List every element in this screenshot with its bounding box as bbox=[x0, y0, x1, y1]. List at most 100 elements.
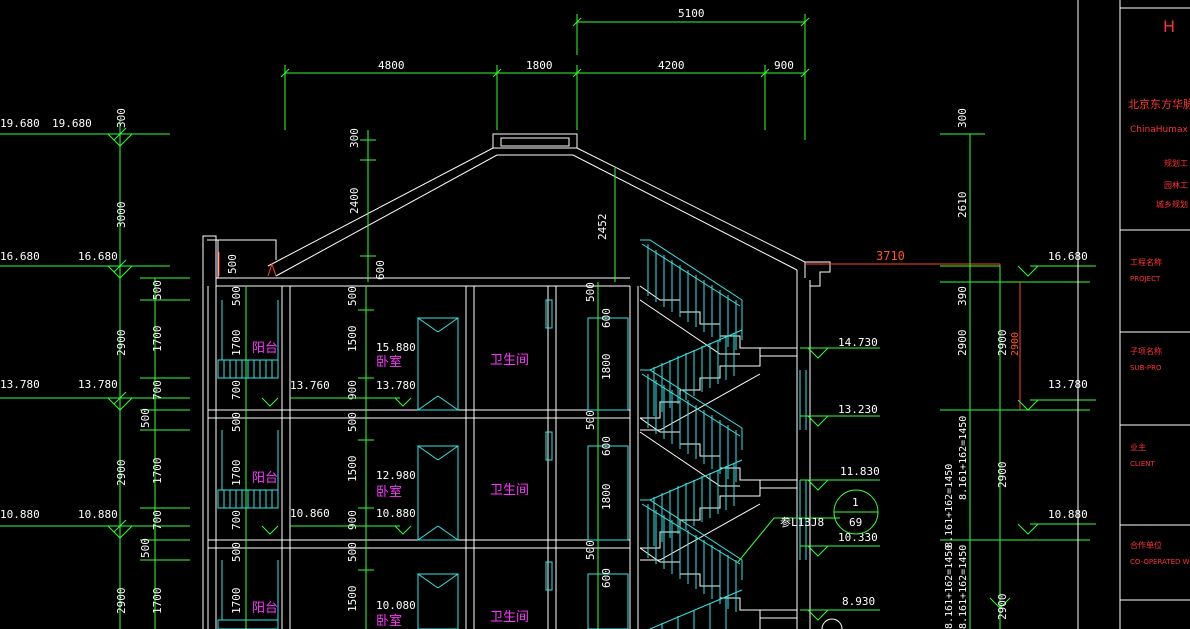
callout-page: 69 bbox=[849, 516, 862, 529]
bedroom-floor-1: 13.780 bbox=[376, 379, 416, 392]
dim-overall: 5100 bbox=[678, 7, 705, 20]
bedroom-top-1: 15.880 bbox=[376, 341, 416, 354]
vdim-300: 300 bbox=[115, 108, 128, 128]
stw-1800-2: 1800 bbox=[600, 484, 613, 511]
bed-900-1: 900 bbox=[346, 380, 359, 400]
stw-500-3: 500 bbox=[584, 540, 597, 560]
room-labels: 阳台 阳台 阳台 卧室 卧室 卧室 卫生间 卫生间 卫生间 bbox=[252, 341, 529, 629]
company-name: 北京东方华脉工 bbox=[1128, 97, 1190, 111]
stw-600-3: 600 bbox=[600, 568, 613, 588]
inner-500-1: 500 bbox=[151, 280, 164, 300]
stw-600-2: 600 bbox=[600, 436, 613, 456]
elev-19680-a: 19.680 bbox=[0, 117, 40, 130]
elev-13780-b: 13.780 bbox=[78, 378, 118, 391]
vdim-2900-1: 2900 bbox=[115, 330, 128, 357]
bed-1500-2: 1500 bbox=[346, 456, 359, 483]
stair-levels: 14.730 13.230 11.830 10.330 8.930 bbox=[800, 336, 880, 621]
room-balcony-3: 阳台 bbox=[252, 601, 278, 616]
right-dim-2610: 2610 bbox=[956, 192, 969, 219]
inner-500-3: 500 bbox=[139, 538, 152, 558]
top-dimension-chain: 5100 4800 1800 4200 900 bbox=[280, 7, 810, 140]
elev-16680-a: 16.680 bbox=[0, 250, 40, 263]
sheet-marker: H bbox=[1163, 17, 1175, 36]
right-elev-13780: 13.780 bbox=[1048, 378, 1088, 391]
stair-window-dims: 500 600 1800 500 600 1800 500 600 bbox=[584, 282, 613, 629]
room-bedroom-3: 卧室 bbox=[376, 613, 402, 629]
parapet-detail: 500 bbox=[218, 252, 277, 277]
room-bathroom-1: 卫生间 bbox=[490, 353, 529, 368]
bed-900-2: 900 bbox=[346, 510, 359, 530]
room-balcony-2: 阳台 bbox=[252, 471, 278, 486]
roof-dim-600: 600 bbox=[374, 260, 387, 280]
stair-level-1: 14.730 bbox=[838, 336, 878, 349]
title-block: H 北京东方华脉工 ChinaHumax 规划工 园林工 城乡规划 工程名称 P… bbox=[1077, 0, 1190, 629]
right-dim-2900-d: 2900 bbox=[996, 594, 1009, 621]
vdim-3000: 3000 bbox=[115, 202, 128, 229]
right-dims: 3710 2900 300 2610 390 2900 2900 2900 8.… bbox=[806, 108, 1096, 629]
balcony-floor-2: 10.860 bbox=[290, 507, 330, 520]
dim-4800: 4800 bbox=[378, 59, 405, 72]
bal-1700-2: 1700 bbox=[230, 460, 243, 487]
stair-level-2: 13.230 bbox=[838, 403, 878, 416]
right-dim-3710: 3710 bbox=[876, 249, 905, 263]
title-line-3: 城乡规划 bbox=[1156, 199, 1188, 209]
client-label: 业主 bbox=[1130, 442, 1146, 452]
elev-10880-b: 10.880 bbox=[78, 508, 118, 521]
coop-label: 合作单位 bbox=[1130, 540, 1162, 550]
balcony-dims: 500 1700 700 500 1700 700 500 1700 bbox=[230, 286, 247, 629]
room-bedroom-2: 卧室 bbox=[376, 484, 402, 500]
subpro-label-en: SUB-PRO bbox=[1130, 364, 1162, 372]
bal-700-2: 700 bbox=[230, 510, 243, 530]
right-dim-2900-b: 2900 bbox=[996, 330, 1009, 357]
bedroom-dims: 500 1500 900 500 1500 900 500 1500 bbox=[346, 286, 374, 629]
inner-vertical-dims: 500 1700 700 500 1700 700 500 1700 bbox=[139, 277, 190, 629]
stair-level-4: 10.330 bbox=[838, 531, 878, 544]
bal-1700-3: 1700 bbox=[230, 588, 243, 615]
balcony-floor-1: 13.760 bbox=[290, 379, 330, 392]
right-formula-1: 8.161+162=1450 bbox=[944, 464, 955, 548]
callout-number: 1 bbox=[852, 496, 859, 509]
bedroom-top-3: 10.080 bbox=[376, 599, 416, 612]
stw-1800-1: 1800 bbox=[600, 354, 613, 381]
callout-note: 参L13J8 bbox=[780, 515, 824, 529]
stair-level-3: 11.830 bbox=[840, 465, 880, 478]
room-balcony-1: 阳台 bbox=[252, 341, 278, 356]
bedroom-floor-2: 10.880 bbox=[376, 507, 416, 520]
inner-700-1: 700 bbox=[151, 380, 164, 400]
bed-500-2: 500 bbox=[346, 412, 359, 432]
stw-500-2: 500 bbox=[584, 410, 597, 430]
client-label-en: CLIENT bbox=[1130, 460, 1156, 468]
bal-500-3: 500 bbox=[230, 542, 243, 562]
project-label-en: PROJECT bbox=[1130, 275, 1161, 283]
bedroom-top-2: 12.980 bbox=[376, 469, 416, 482]
elev-19680-b: 19.680 bbox=[52, 117, 92, 130]
dim-900: 900 bbox=[774, 59, 794, 72]
inner-500-2: 500 bbox=[139, 408, 152, 428]
right-dim-red-2900: 2900 bbox=[1010, 332, 1021, 356]
bal-500-2: 500 bbox=[230, 412, 243, 432]
stw-500-1: 500 bbox=[584, 282, 597, 302]
building-section bbox=[202, 133, 831, 629]
vdim-2900-3: 2900 bbox=[115, 588, 128, 615]
elev-10880-a: 10.880 bbox=[0, 508, 40, 521]
bal-500-1: 500 bbox=[230, 286, 243, 306]
title-line-1: 规划工 bbox=[1164, 158, 1188, 168]
roof-dim-2400: 2400 bbox=[348, 188, 361, 215]
bed-1500-3: 1500 bbox=[346, 586, 359, 613]
room-bathroom-2: 卫生间 bbox=[490, 483, 529, 498]
bed-500-1: 500 bbox=[346, 286, 359, 306]
room-bedroom-1: 卧室 bbox=[376, 354, 402, 370]
roof-dims: 300 2400 600 2452 bbox=[348, 128, 616, 282]
right-formula-3: 8.161+162=1450 bbox=[944, 545, 955, 629]
elev-13780-a: 13.780 bbox=[0, 378, 40, 391]
staircase bbox=[639, 239, 797, 629]
left-elevation-marks: 19.680 19.680 16.680 16.680 13.780 13.78… bbox=[0, 108, 190, 629]
roof-dim-300: 300 bbox=[348, 128, 361, 148]
inner-1700-2: 1700 bbox=[151, 458, 164, 485]
floor-level-marks: 15.880 13.780 13.760 12.980 10.880 10.86… bbox=[261, 341, 416, 612]
right-dim-390: 390 bbox=[956, 286, 969, 306]
right-dim-2900-a: 2900 bbox=[956, 330, 969, 357]
bal-700-1: 700 bbox=[230, 380, 243, 400]
right-formula-4: 8.161+162=1450 bbox=[958, 545, 969, 629]
